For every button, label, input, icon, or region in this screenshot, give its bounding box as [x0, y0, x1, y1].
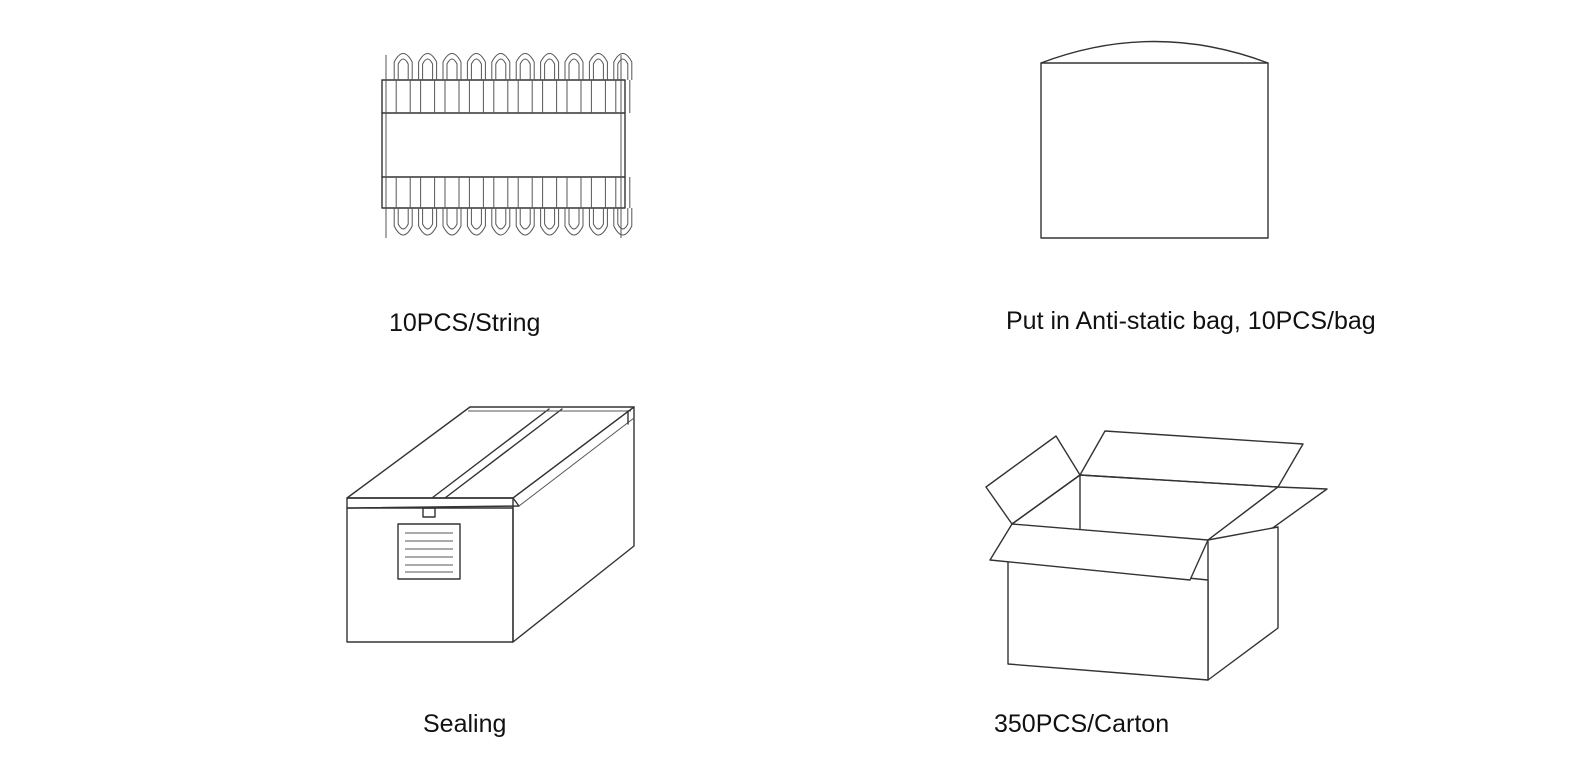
step-caption-carton: 350PCS/Carton — [994, 710, 1170, 738]
step-caption-bag: Put in Anti-static bag, 10PCS/bag — [1006, 307, 1376, 335]
step-caption-sealing: Sealing — [423, 710, 507, 738]
step-caption-string: 10PCS/String — [389, 309, 541, 337]
